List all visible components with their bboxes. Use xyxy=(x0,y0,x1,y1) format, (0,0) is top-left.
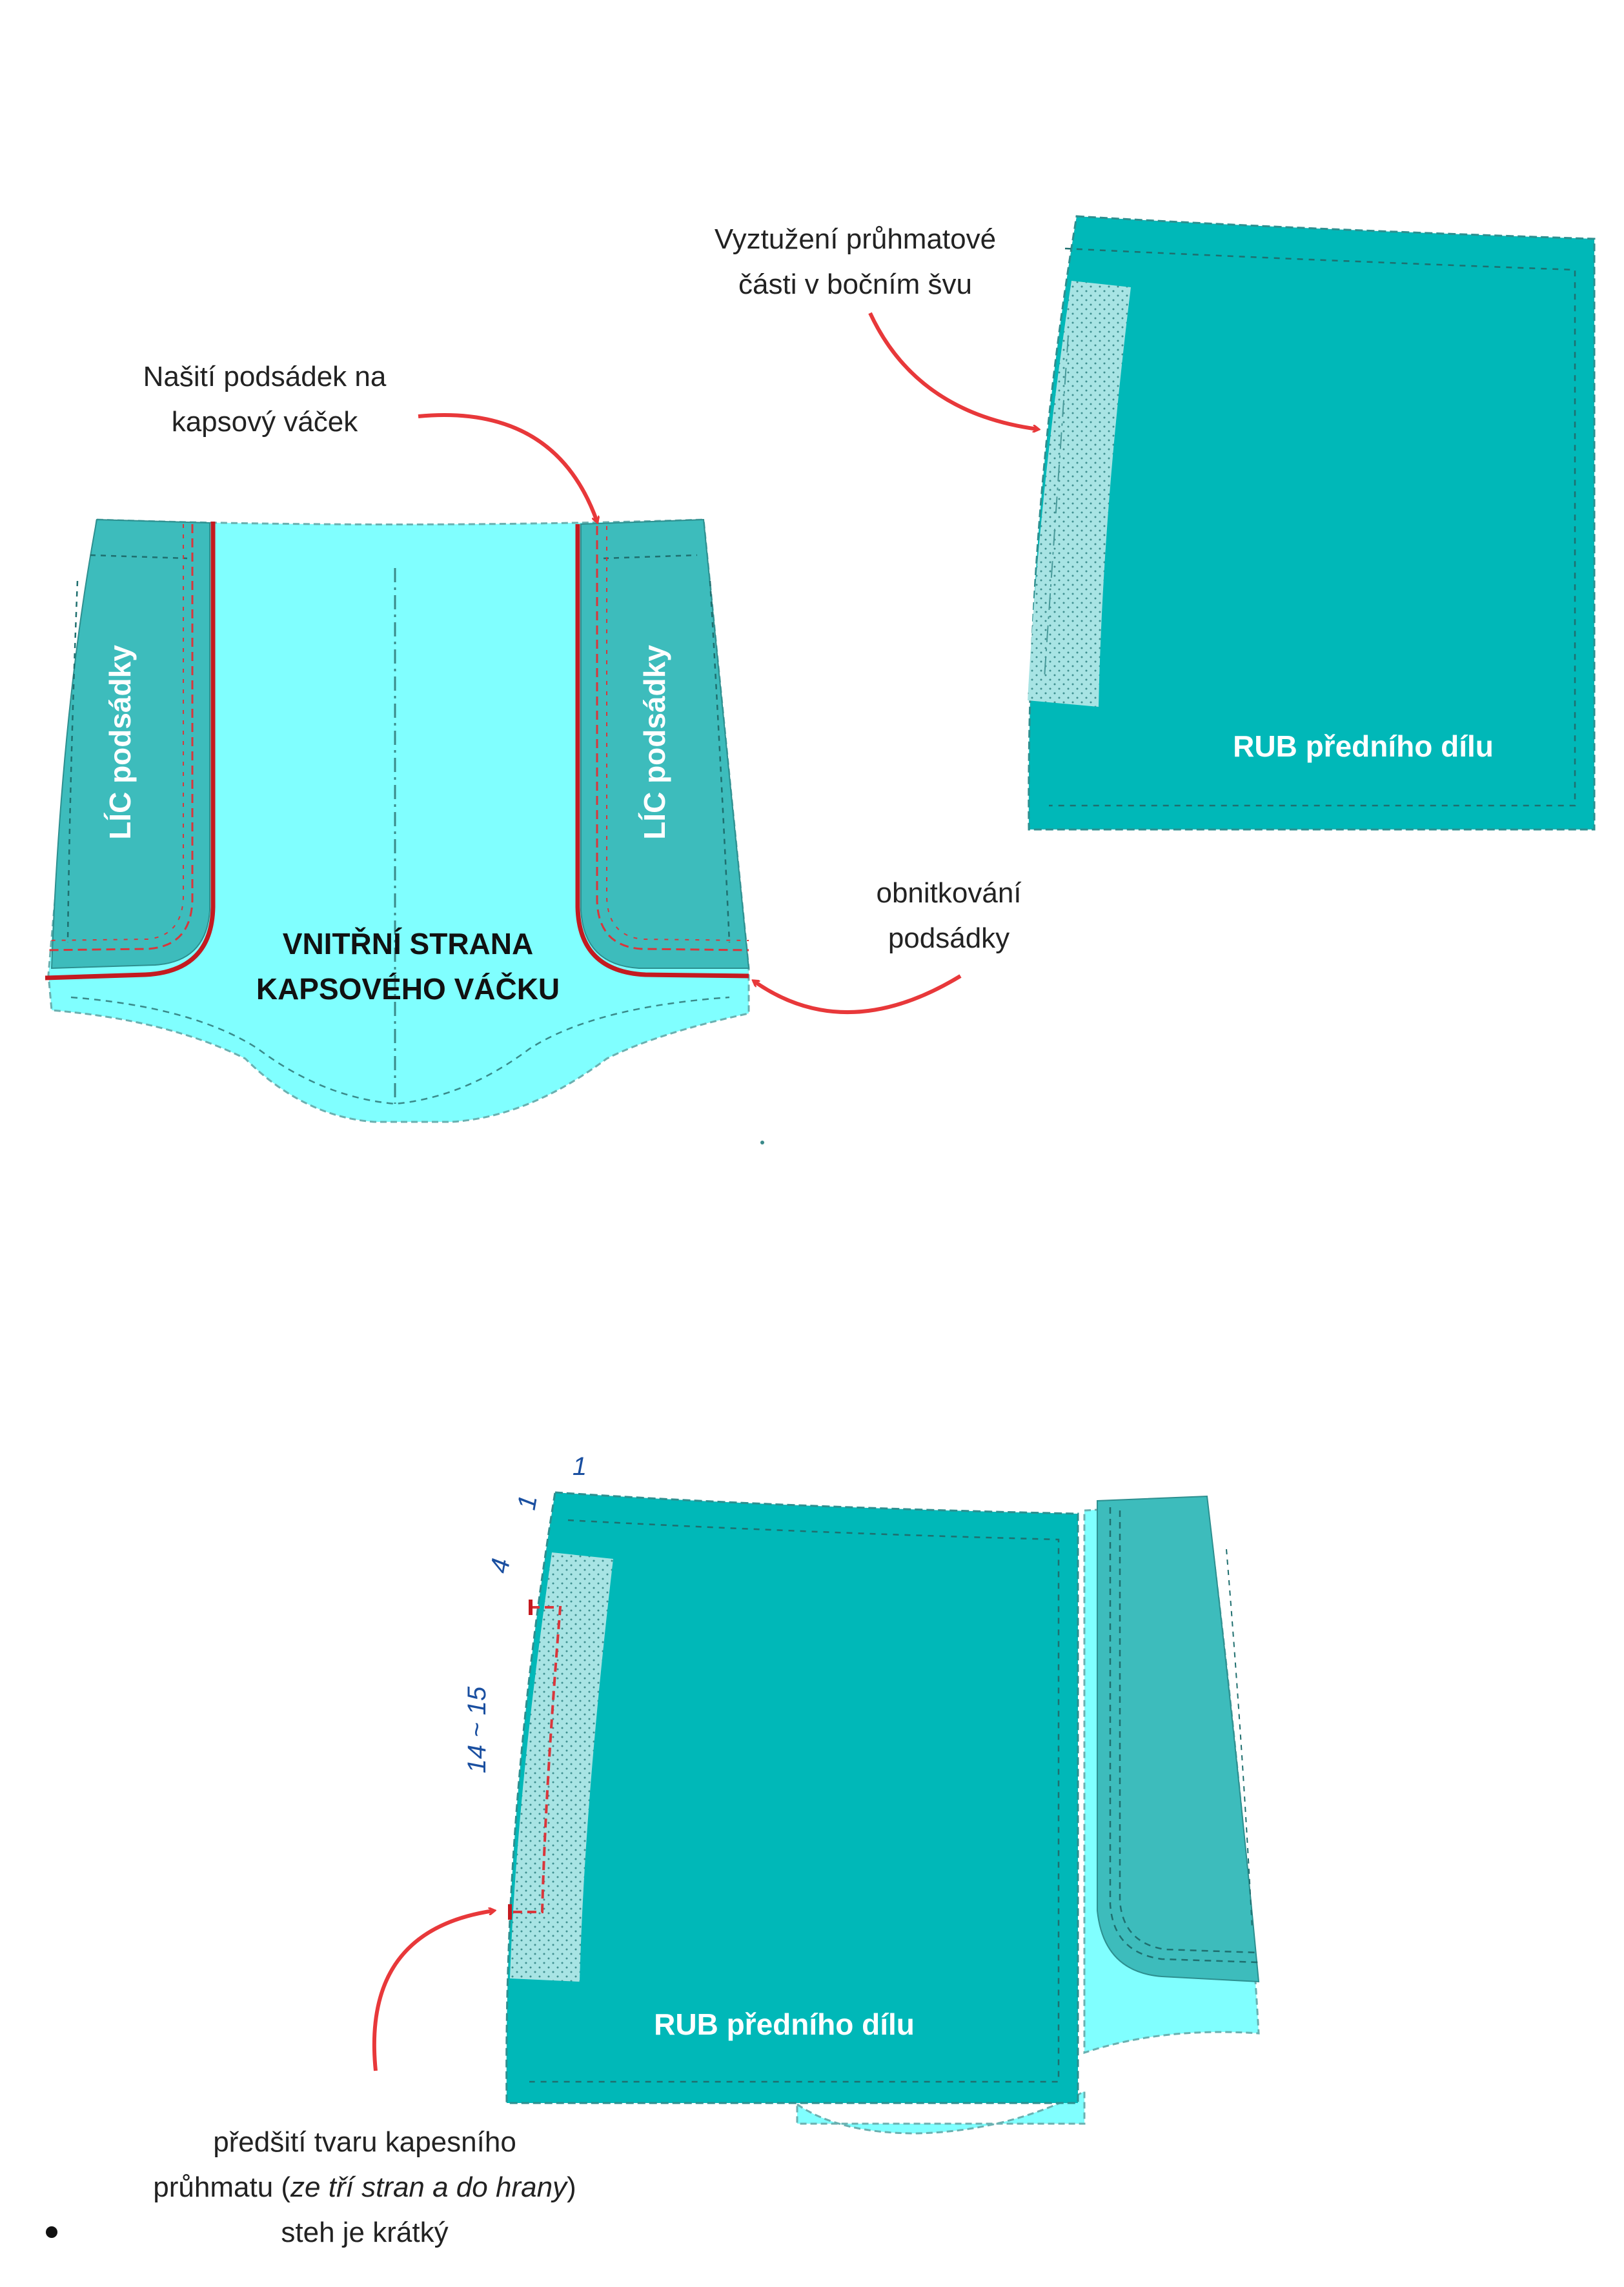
bullet-dot xyxy=(46,2226,57,2238)
label-nasiti-line2: kapsový váček xyxy=(172,406,359,438)
arrow-obnitkovani xyxy=(754,974,962,1014)
assembled-figure xyxy=(505,1491,1260,2135)
front-panel-top xyxy=(1028,215,1596,831)
measure-side-14-15: 14 ~ 15 xyxy=(463,1686,491,1773)
label-predsiti-line3: steh je krátký xyxy=(281,2217,448,2248)
label-rub-bottom: RUB předního dílu xyxy=(654,2007,915,2041)
label-predsiti-italic: ze tří stran a do hrany xyxy=(290,2171,569,2203)
measure-side-4: 4 xyxy=(485,1556,516,1576)
label-rub-top: RUB předního dílu xyxy=(1233,729,1494,763)
label-vnitrni: VNITŘNÍ STRANA KAPSOVÉHO VÁČKU xyxy=(256,927,560,1006)
pocket-bag xyxy=(47,518,750,1123)
label-obnitkovani-line2: podsádky xyxy=(888,922,1010,954)
measure-side-1: 1 xyxy=(513,1493,543,1512)
label-nasiti-line1: Našití podsádek na xyxy=(143,361,387,392)
front-panel-assembled xyxy=(505,1491,1079,2104)
label-vnitrni-line2: KAPSOVÉHO VÁČKU xyxy=(256,972,560,1006)
label-predsiti-part-c: ) xyxy=(567,2171,576,2203)
label-predsiti: předšití tvaru kapesního průhmatu (ze tř… xyxy=(46,2126,576,2248)
label-nasiti: Našití podsádek na kapsový váček xyxy=(143,361,387,438)
label-lic-right: LÍC podsádky xyxy=(638,645,671,840)
label-predsiti-part-a: průhmatu ( xyxy=(153,2171,290,2203)
label-lic-left: LÍC podsádky xyxy=(103,645,137,840)
label-obnitkovani-line1: obnitkování xyxy=(876,877,1022,909)
label-vyztuzeni-line1: Vyztužení průhmatové xyxy=(715,223,996,255)
label-vnitrni-line1: VNITŘNÍ STRANA xyxy=(283,927,533,961)
interfacing-strip xyxy=(1028,281,1131,707)
interfacing-strip-assembled xyxy=(510,1552,613,1982)
label-vyztuzeni: Vyztužení průhmatové části v bočním švu xyxy=(715,223,996,300)
facing-left xyxy=(50,518,210,970)
label-predsiti-line1: předšití tvaru kapesního xyxy=(213,2126,516,2158)
arrows xyxy=(372,312,1038,2071)
arrow-predsiti xyxy=(372,1911,494,2071)
pocket-bag-figure xyxy=(45,518,764,1144)
arrow-nasiti xyxy=(418,413,597,522)
label-predsiti-line2: průhmatu (ze tří stran a do hrany) xyxy=(153,2171,576,2203)
facing-behind xyxy=(1097,1495,1260,1983)
label-vyztuzeni-line2: části v bočním švu xyxy=(738,269,972,300)
front-panel-back xyxy=(1028,215,1596,831)
measure-top: 1 xyxy=(573,1452,587,1481)
label-obnitkovani: obnitkování podsádky xyxy=(876,877,1022,954)
arrow-vyztuzeni xyxy=(868,312,1038,429)
